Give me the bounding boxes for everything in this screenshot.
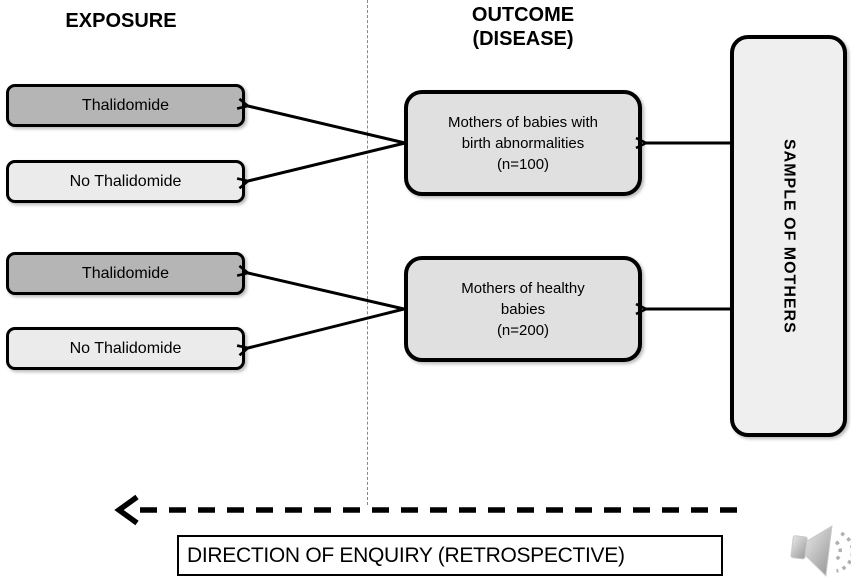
exposure-box-thalidomide-cases: Thalidomide [6,84,245,127]
direction-of-enquiry-label-box: DIRECTION OF ENQUIRY (RETROSPECTIVE) [177,535,723,576]
outcome-box-line: Mothers of babies with [447,113,599,131]
outcome-box-line: (n=200) [496,321,550,339]
speaker-body [790,535,808,560]
arrow-cases-to-no-thalidomide [248,141,406,181]
speaker-wave-large [836,531,851,573]
exposure-box-no-thalidomide-controls: No Thalidomide [6,327,245,370]
speaker-cone [804,525,833,577]
speaker-icon[interactable] [773,513,851,581]
outcome-header-line1: OUTCOME [471,4,575,26]
sample-of-mothers-box: SAMPLE OF MOTHERS [730,35,847,437]
arrow-controls-to-no-thalidomide [248,307,405,348]
direction-of-enquiry-label: DIRECTION OF ENQUIRY (RETROSPECTIVE) [187,543,625,567]
exposure-box-label: Thalidomide [81,96,170,114]
exposure-box-thalidomide-controls: Thalidomide [6,252,245,295]
speaker-wave-small [832,540,842,564]
arrow-controls-to-thalidomide [248,273,405,311]
outcome-column-header: OUTCOME (DISEASE) [423,3,623,51]
outcome-box-controls: Mothers of healthy babies (n=200) [404,256,642,362]
exposure-box-no-thalidomide-cases: No Thalidomide [6,160,245,203]
exposure-box-label: No Thalidomide [69,172,182,190]
arrow-cases-to-thalidomide [248,106,406,145]
direction-of-enquiry-arrowhead [114,494,139,526]
outcome-box-cases: Mothers of babies with birth abnormaliti… [404,90,642,196]
outcome-box-line: birth abnormalities [461,134,585,152]
exposure-box-label: Thalidomide [81,264,170,282]
column-divider-line [367,0,368,505]
exposure-column-header: EXPOSURE [65,10,177,32]
outcome-box-line: Mothers of healthy [461,279,585,297]
exposure-box-label: No Thalidomide [69,339,182,357]
outcome-box-line: babies [500,300,546,318]
outcome-header-line2: (DISEASE) [472,28,574,50]
outcome-box-line: (n=100) [496,155,550,173]
sample-box-label: SAMPLE OF MOTHERS [780,138,798,334]
